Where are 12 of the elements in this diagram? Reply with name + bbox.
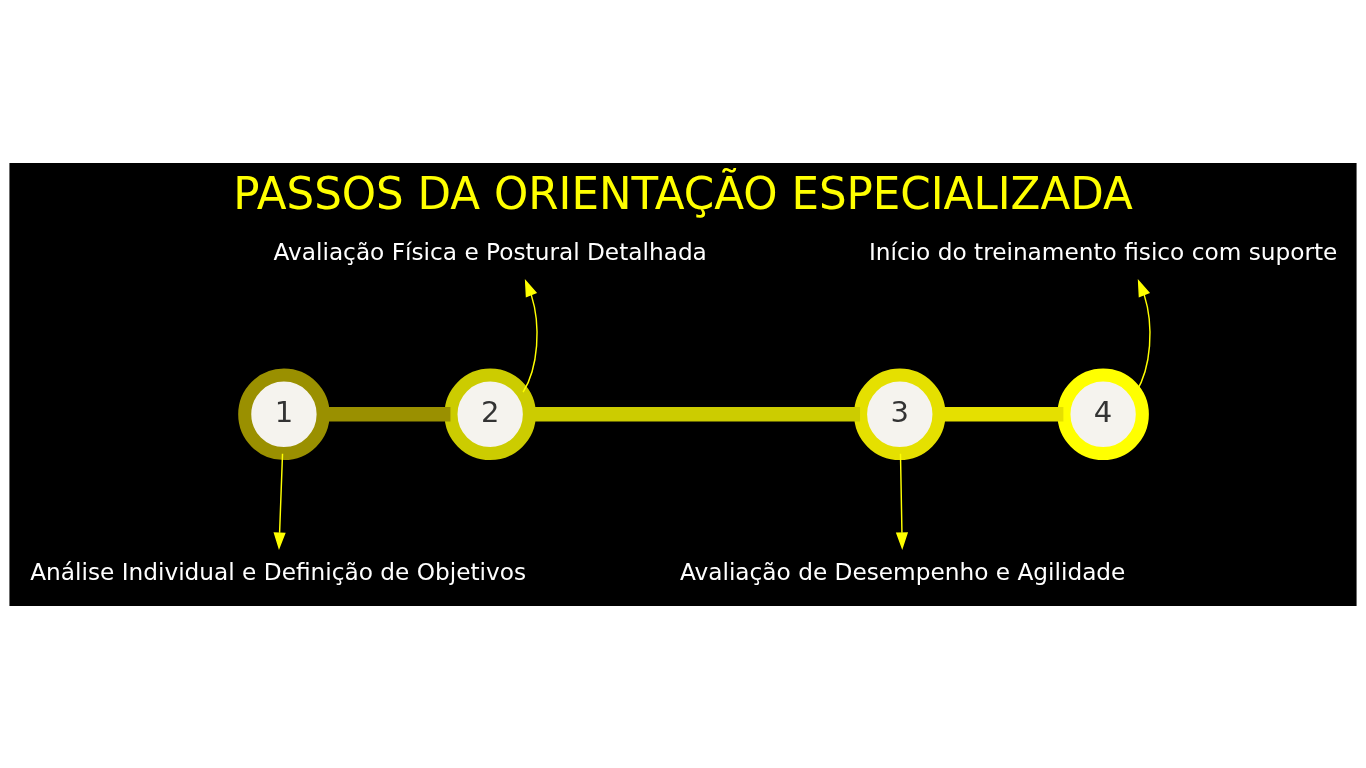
node-circle: 1 [238,368,330,460]
node-circle: 2 [444,368,536,460]
node-text: Análise Individual e Definição de Objetivos [30,557,527,585]
node-text: Avaliação de Desempenho e Agilidade [679,557,1126,585]
node-text: Início do treinamento fisico com suporte [868,237,1338,265]
node-text: Avaliação Física e Postural Detalhada [273,237,707,265]
node-circle: 4 [1057,368,1149,460]
arrow [273,452,286,550]
arrow [895,452,909,550]
diagram-title: PASSOS DA ORIENTAÇÃO ESPECIALIZADA [233,168,1133,219]
node-circle: 3 [854,368,946,460]
arrow [522,278,538,393]
